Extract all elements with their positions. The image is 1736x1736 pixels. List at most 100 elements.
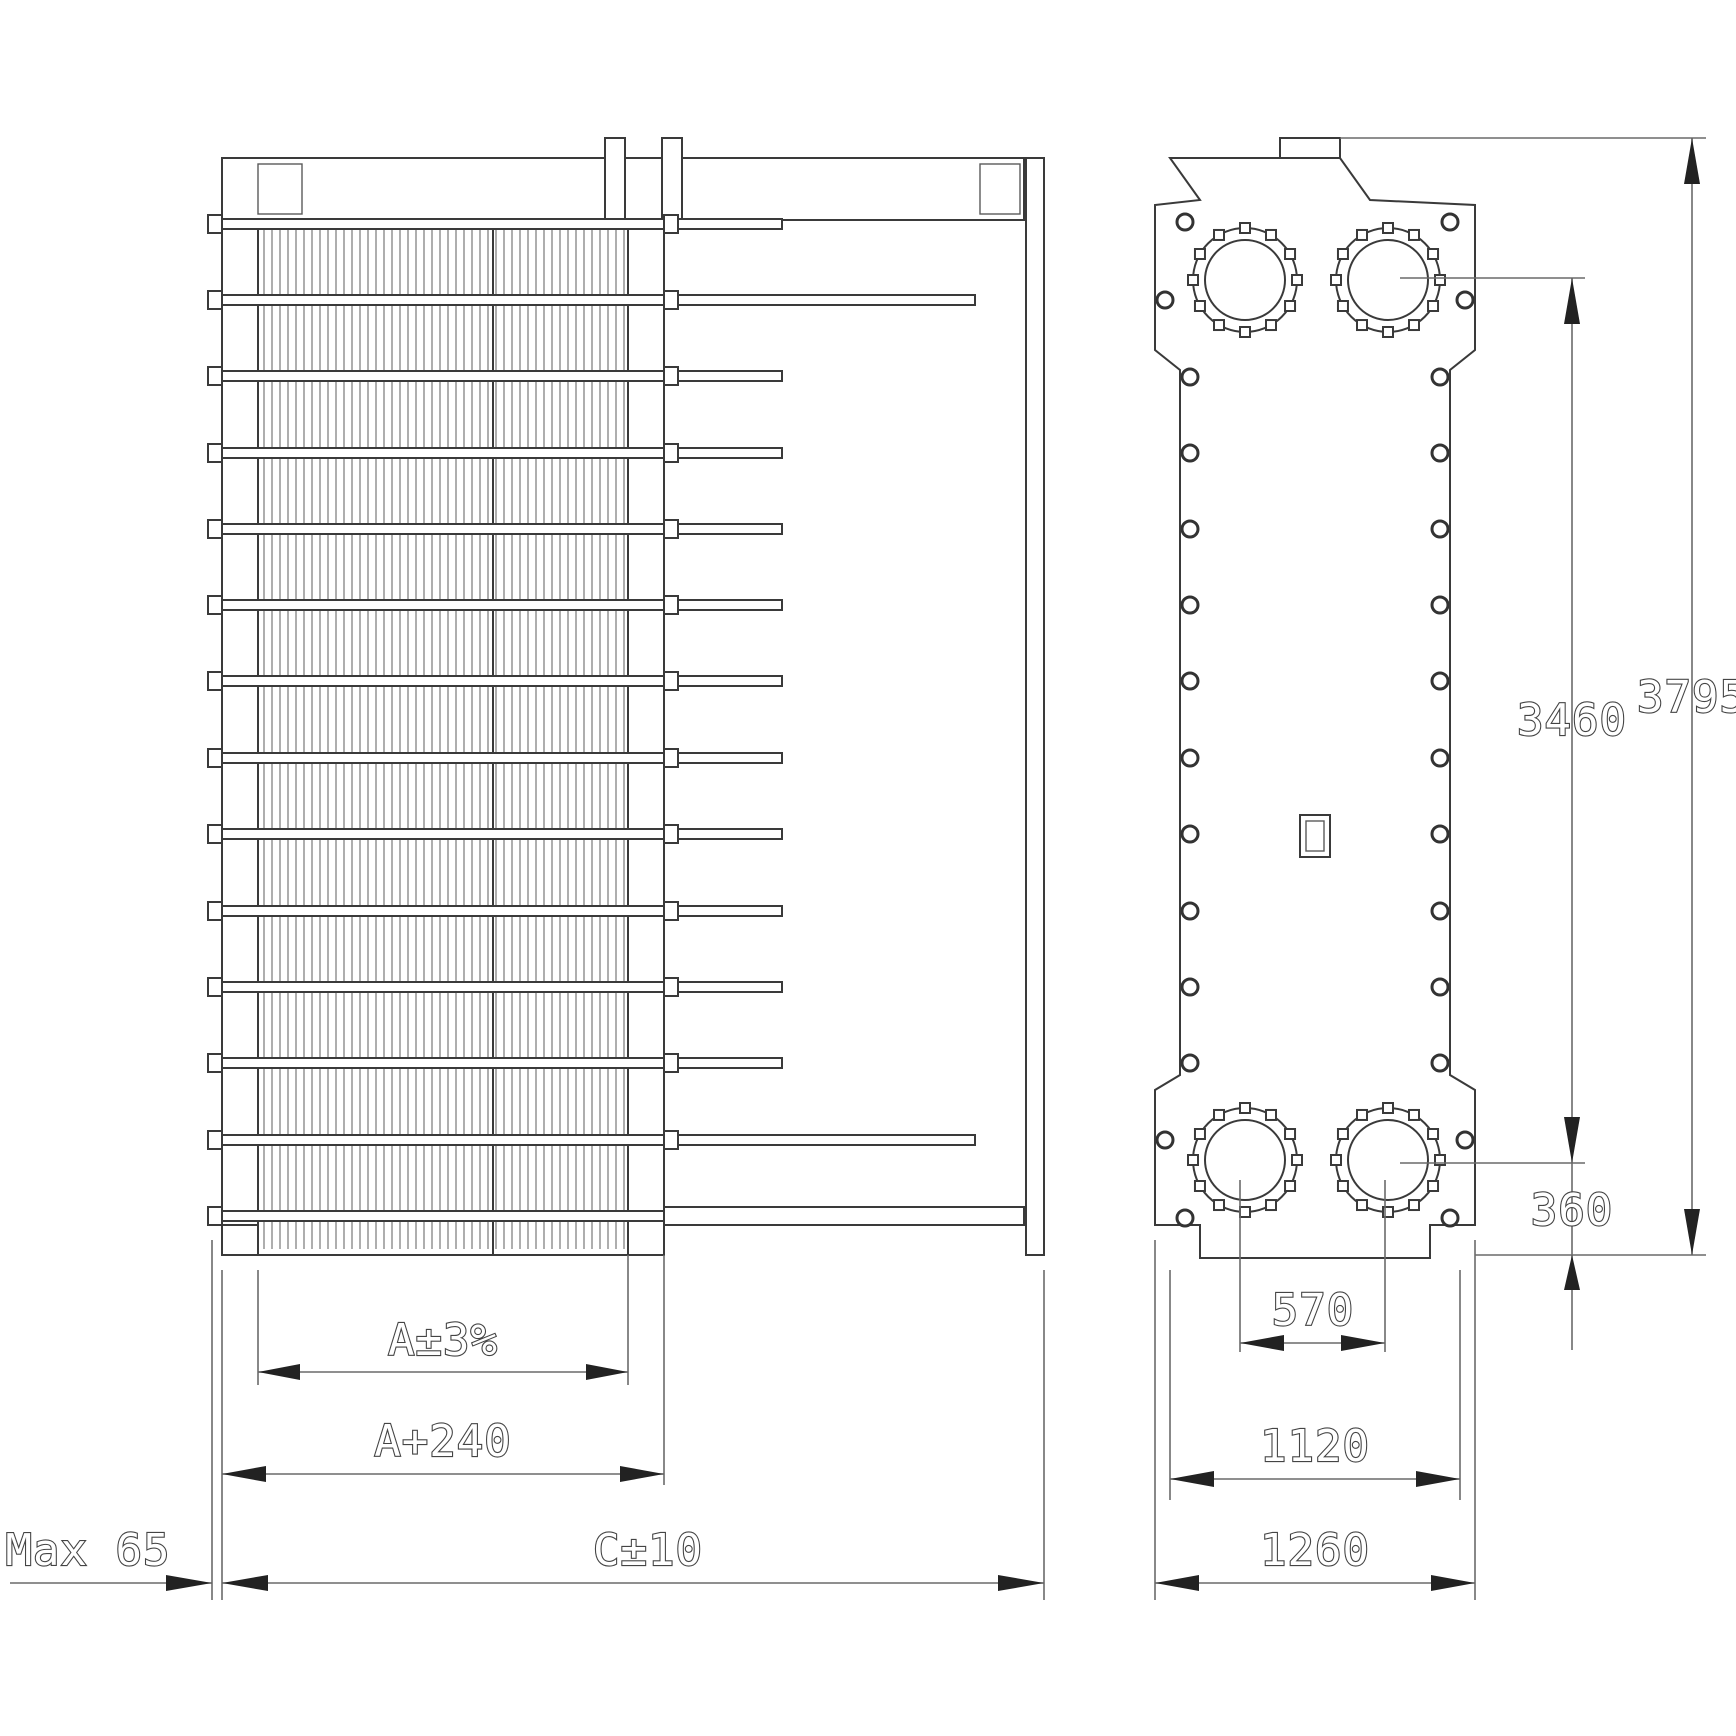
bolt-nut-left: [207, 824, 223, 844]
support-column-top-block: [979, 163, 1021, 215]
dim-bolt-span-label: 1120: [1260, 1421, 1370, 1472]
frame-bolt: [1180, 977, 1200, 997]
tightening-bolt: [211, 828, 783, 840]
port-stud: [1284, 300, 1297, 312]
arrow-3460-bottom: [1564, 1117, 1580, 1163]
tightening-bolt: [211, 1057, 783, 1069]
port-stud: [1382, 222, 1394, 234]
frame-bolt: [1180, 1053, 1200, 1073]
nameplate: [1299, 814, 1331, 858]
dimensions: A±3% A+240 Max 65 C±10 570 1120: [4, 137, 1736, 1600]
ports: [1187, 222, 1446, 1218]
bolt-nut-right: [663, 519, 679, 539]
port-stud: [1336, 1180, 1349, 1192]
bolt-nut-right: [663, 366, 679, 386]
arrow-360-bottom: [1564, 1255, 1580, 1290]
corner-bolt: [1155, 1130, 1175, 1150]
port-stud: [1213, 1199, 1225, 1212]
port-opening: [1204, 1119, 1286, 1201]
dim-overall-height-label: 3795: [1637, 672, 1736, 723]
tightening-bolt: [211, 218, 783, 230]
frame-bolt: [1180, 367, 1200, 387]
frame-bolt: [1430, 367, 1450, 387]
port-stud: [1427, 300, 1440, 312]
arrow-1260-right: [1431, 1575, 1475, 1591]
port-stud: [1336, 248, 1349, 260]
port-stud: [1265, 228, 1277, 241]
bolt-nut-left: [207, 290, 223, 310]
port-stud: [1356, 1108, 1368, 1121]
port-opening: [1347, 239, 1429, 321]
dim-port-bottom-label: 360: [1531, 1185, 1613, 1236]
frame-bolt: [1430, 519, 1450, 539]
bolt-nut-right: [663, 290, 679, 310]
bolt-nut-left: [207, 1206, 223, 1226]
frame-bolt: [1430, 977, 1450, 997]
port-stud: [1239, 1206, 1251, 1218]
corner-bolt: [1175, 212, 1195, 232]
bolt-nut-right: [663, 824, 679, 844]
fixed-frame-top-block: [257, 163, 303, 215]
port-stud: [1291, 1154, 1303, 1166]
tightening-bolt: [211, 523, 783, 535]
tightening-bolt: [211, 370, 783, 382]
frame-bolt: [1430, 901, 1450, 921]
port-stud: [1330, 274, 1342, 286]
frame-bolt: [1430, 1053, 1450, 1073]
port-stud: [1382, 326, 1394, 338]
port-stud: [1356, 228, 1368, 241]
port-stud: [1213, 228, 1225, 241]
port-stud: [1408, 228, 1420, 241]
frame-bolt: [1430, 824, 1450, 844]
port-stud: [1284, 248, 1297, 260]
top-nozzle-left: [604, 137, 626, 221]
bolt-nut-left: [207, 214, 223, 234]
arrow-3460-top: [1564, 278, 1580, 324]
tightening-bolt: [211, 752, 783, 764]
port-stud: [1239, 1102, 1251, 1114]
corner-bolt: [1155, 290, 1175, 310]
nameplate-inner: [1305, 820, 1325, 852]
bolt-nut-left: [207, 1053, 223, 1073]
port-stud: [1427, 248, 1440, 260]
port-stud: [1193, 1128, 1206, 1140]
bolt-nut-left: [207, 1130, 223, 1150]
arrow-570-right: [1341, 1335, 1385, 1351]
port-opening: [1204, 239, 1286, 321]
port-stud: [1427, 1180, 1440, 1192]
port-flange: [1192, 1107, 1298, 1213]
port-stud: [1265, 319, 1277, 332]
port-stud: [1330, 1154, 1342, 1166]
arrow-1120-left: [1170, 1471, 1214, 1487]
port-stud: [1265, 1108, 1277, 1121]
port-stud: [1284, 1180, 1297, 1192]
frame-bolt: [1180, 824, 1200, 844]
port-stud: [1291, 274, 1303, 286]
arrow-plate-pack-left: [258, 1364, 300, 1380]
tightening-bolt: [211, 905, 783, 917]
port-stud: [1284, 1128, 1297, 1140]
port-stud: [1193, 300, 1206, 312]
bolt-nut-left: [207, 443, 223, 463]
corner-bolt: [1175, 1208, 1195, 1228]
port-stud: [1193, 248, 1206, 260]
arrow-570-left: [1240, 1335, 1284, 1351]
frame-bolt: [1180, 443, 1200, 463]
bolt-nut-left: [207, 748, 223, 768]
port-opening: [1347, 1119, 1429, 1201]
arrow-max: [166, 1575, 212, 1591]
front-view: [1154, 137, 1476, 1259]
port-stud: [1187, 1154, 1199, 1166]
frame-bolt: [1430, 595, 1450, 615]
port-stud: [1239, 222, 1251, 234]
port-stud: [1187, 274, 1199, 286]
bolt-nut-right: [663, 977, 679, 997]
port-stud: [1434, 274, 1446, 286]
port-stud: [1265, 1199, 1277, 1212]
corner-bolt: [1440, 212, 1460, 232]
bolt-nut-left: [207, 595, 223, 615]
frame-bolt: [1430, 671, 1450, 691]
port-stud: [1193, 1180, 1206, 1192]
port-stud: [1213, 319, 1225, 332]
